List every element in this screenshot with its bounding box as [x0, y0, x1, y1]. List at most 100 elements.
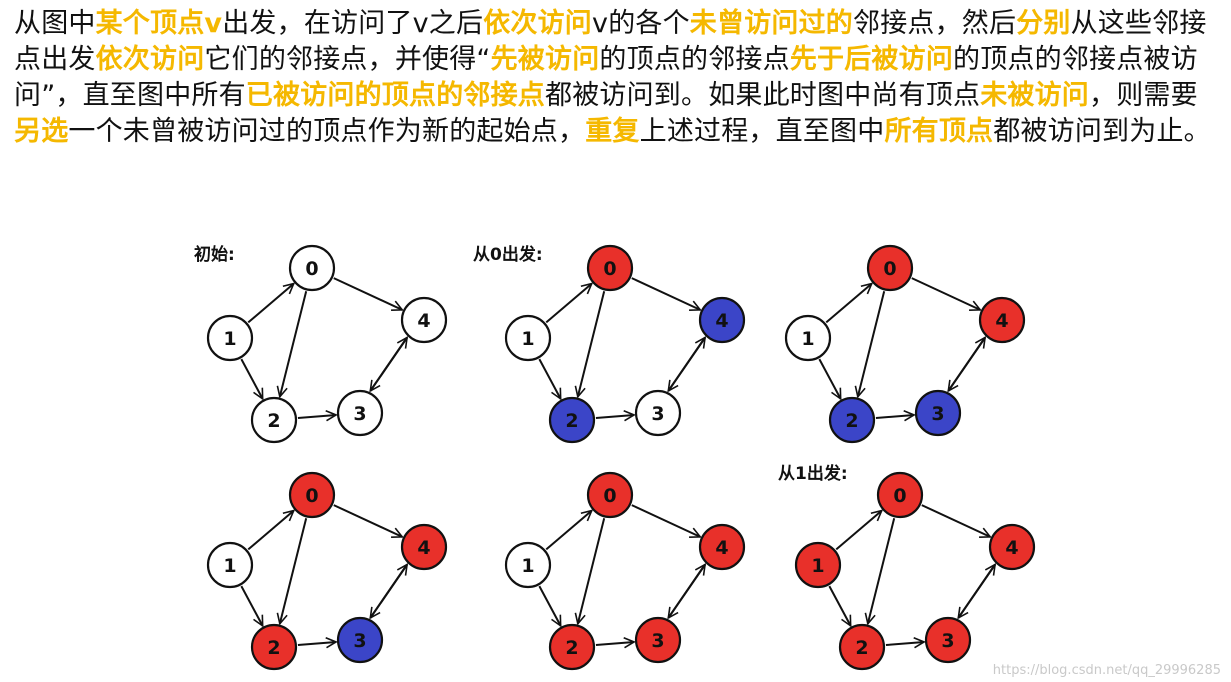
- body-text: 它们的邻接点，并使得“: [204, 44, 491, 75]
- node-2-visited: [838, 623, 886, 671]
- edge-2-to-3: [297, 642, 336, 645]
- node-4-visited: [988, 523, 1036, 571]
- node-0-visited: [866, 244, 914, 292]
- body-text: 出发，在访问了v之后: [222, 8, 484, 39]
- edge-1-to-0: [545, 284, 591, 324]
- node-4-visited: [698, 523, 746, 571]
- node-label: 3: [651, 630, 664, 652]
- node-label: 0: [893, 485, 906, 507]
- body-text: ，则需要: [1089, 80, 1198, 111]
- watermark-text: https://blog.csdn.net/qq_29996285: [992, 663, 1221, 678]
- node-3-queued: [914, 389, 962, 437]
- node-2-unvisited: [250, 396, 298, 444]
- edge-1-to-0: [545, 511, 591, 551]
- node-label: 0: [305, 485, 318, 507]
- node-label: 3: [931, 403, 944, 425]
- edge-0-to-4: [631, 504, 700, 537]
- edge-2-to-3: [595, 642, 634, 645]
- node-label: 2: [845, 410, 858, 432]
- edge-1-to-0: [825, 284, 871, 324]
- highlight-phrase: 另选: [14, 116, 69, 147]
- node-label: 1: [521, 555, 534, 577]
- node-label: 3: [353, 403, 366, 425]
- edge-0-to-2: [868, 518, 896, 623]
- node-4-queued: [698, 296, 746, 344]
- highlight-phrase: 所有顶点: [884, 116, 994, 147]
- node-label: 3: [941, 630, 954, 652]
- body-text: 的顶点的邻接点被访问”，直至图中所有: [14, 44, 1198, 111]
- edge-2-to-3: [885, 642, 924, 645]
- node-label: 2: [565, 410, 578, 432]
- edge-0-to-4: [921, 504, 990, 537]
- body-text: 上述过程，直至图中: [639, 116, 885, 147]
- edge-2-to-3: [297, 415, 336, 418]
- node-label: 1: [223, 555, 236, 577]
- node-label: 4: [715, 310, 728, 332]
- body-text: 都被访问到为止。: [993, 116, 1211, 147]
- edge-1-to-2: [240, 585, 264, 626]
- edge-4-to-3: [370, 563, 408, 618]
- edge-4-to-3: [948, 336, 986, 391]
- edge-4-to-3: [370, 336, 408, 391]
- node-0-visited: [586, 471, 634, 519]
- node-label: 4: [417, 310, 430, 332]
- node-3-unvisited: [336, 389, 384, 437]
- panel-title: 从1出发:: [778, 463, 848, 484]
- panel-title: 初始:: [194, 244, 235, 265]
- node-label: 2: [267, 637, 280, 659]
- edge-1-to-2: [818, 358, 842, 399]
- node-label: 0: [603, 485, 616, 507]
- node-2-queued: [548, 396, 596, 444]
- highlight-phrase: 重复: [585, 116, 640, 147]
- node-label: 1: [801, 328, 814, 350]
- edge-0-to-4: [631, 277, 700, 310]
- edge-2-to-3: [595, 415, 634, 418]
- node-1-unvisited: [206, 541, 254, 589]
- node-2-visited: [548, 623, 596, 671]
- body-text: 的顶点的邻接点: [599, 44, 790, 75]
- highlight-phrase: 已被访问的顶点的邻接点: [245, 80, 545, 111]
- highlight-phrase: 依次访问: [95, 44, 205, 75]
- node-label: 0: [883, 258, 896, 280]
- edge-1-to-2: [538, 358, 562, 399]
- edge-1-to-2: [240, 358, 264, 399]
- body-text: 邻接点，然后: [853, 8, 1017, 39]
- edge-1-to-2: [538, 585, 562, 626]
- edge-2-to-3: [875, 415, 914, 418]
- highlight-phrase: 依次访问: [483, 8, 593, 39]
- node-4-unvisited: [400, 296, 448, 344]
- highlight-phrase: 先于后被访问: [789, 44, 954, 75]
- edge-1-to-0: [247, 284, 293, 324]
- edge-4-to-3: [668, 336, 706, 391]
- node-3-visited: [634, 616, 682, 664]
- node-2-visited: [250, 623, 298, 671]
- node-4-visited: [978, 296, 1026, 344]
- node-label: 4: [715, 537, 728, 559]
- node-1-unvisited: [504, 541, 552, 589]
- node-0-visited: [586, 244, 634, 292]
- node-label: 1: [521, 328, 534, 350]
- body-text: v的各个: [592, 8, 690, 39]
- edge-0-to-2: [858, 291, 886, 396]
- edge-0-to-2: [578, 291, 606, 396]
- body-text: 都被访问到。如果此时图中尚有顶点: [545, 80, 981, 111]
- node-3-unvisited: [634, 389, 682, 437]
- node-label: 3: [353, 630, 366, 652]
- bfs-description: 从图中某个顶点v出发，在访问了v之后依次访问v的各个未曾访问过的邻接点，然后分别…: [14, 6, 1219, 150]
- node-label: 2: [565, 637, 578, 659]
- edge-4-to-3: [668, 563, 706, 618]
- node-1-unvisited: [504, 314, 552, 362]
- node-label: 1: [811, 555, 824, 577]
- body-text: 从图中: [14, 8, 96, 39]
- node-4-visited: [400, 523, 448, 571]
- highlight-phrase: 某个顶点v: [95, 8, 223, 39]
- node-label: 4: [995, 310, 1008, 332]
- node-label: 2: [267, 410, 280, 432]
- node-label: 2: [855, 637, 868, 659]
- edge-1-to-0: [835, 511, 881, 551]
- bfs-step-3: 0 1 2 3 4: [784, 244, 1026, 444]
- highlight-phrase: 未曾访问过的: [689, 8, 853, 39]
